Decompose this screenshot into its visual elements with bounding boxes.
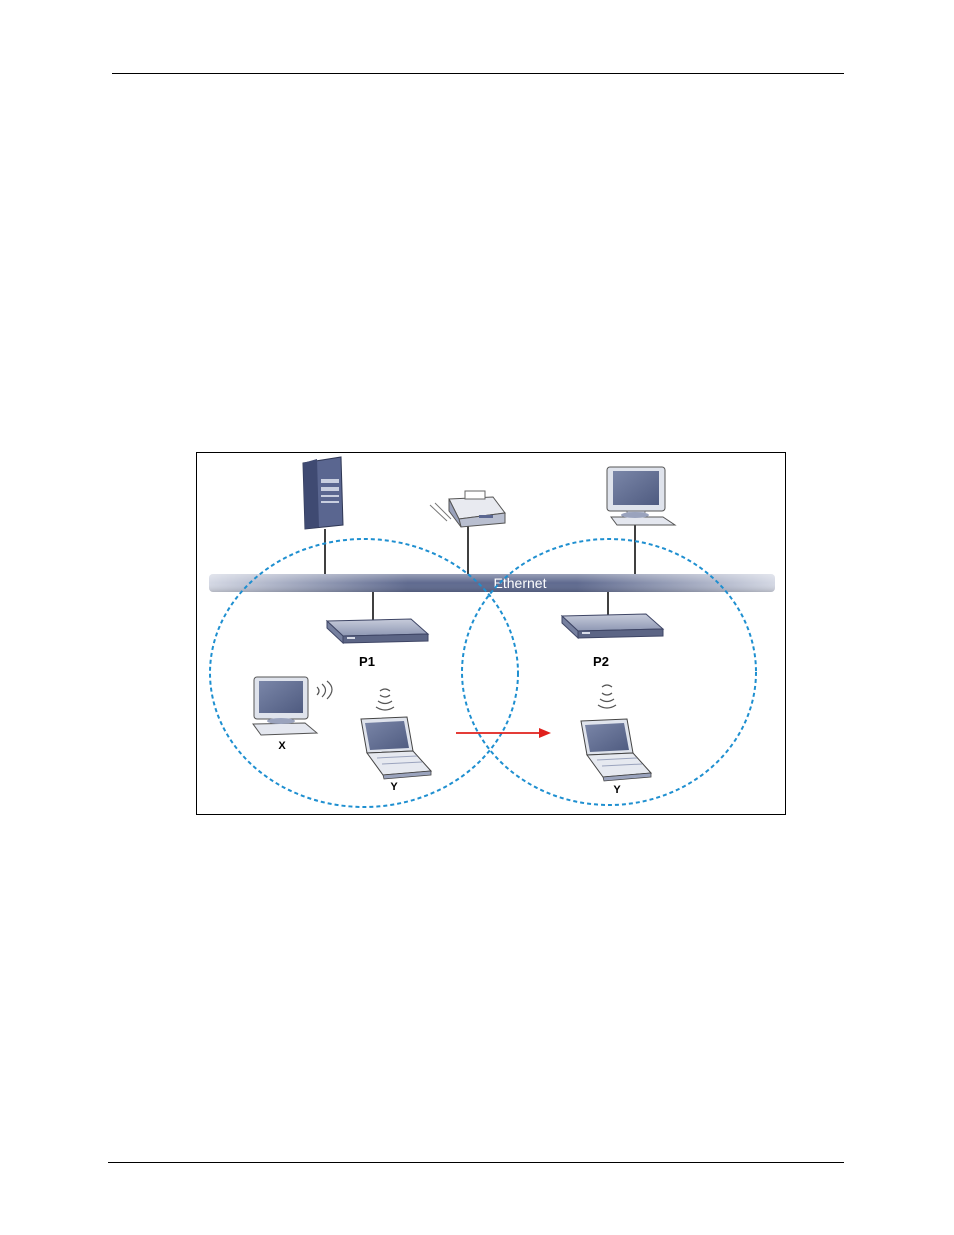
ethernet-bus: Ethernet: [209, 574, 775, 592]
roaming-figure: Ethernet P1: [196, 452, 786, 815]
desktop-computer-icon: [253, 677, 317, 735]
server-icon: [303, 457, 343, 529]
wireless-signal-icon: [317, 681, 332, 699]
ap-p1-label: P1: [359, 654, 375, 669]
laptop-icon: [361, 717, 431, 779]
footer-rule: [108, 1162, 844, 1163]
client-y-after-label: Y: [613, 784, 621, 796]
roaming-diagram: Ethernet P1: [197, 453, 786, 815]
desktop-computer-icon: [607, 467, 675, 525]
wireless-signal-icon: [376, 689, 394, 710]
ap-p2-label: P2: [593, 654, 609, 669]
access-point-icon: [327, 619, 428, 643]
network-cables: [325, 523, 635, 621]
client-y-before-label: Y: [390, 781, 398, 793]
printer-icon: [430, 491, 505, 527]
client-x-label: X: [278, 740, 286, 752]
wireless-signal-icon: [598, 685, 616, 708]
access-point-icon: [562, 614, 663, 638]
header-rule: [112, 73, 844, 74]
ethernet-label: Ethernet: [494, 575, 547, 591]
laptop-icon: [581, 719, 651, 781]
